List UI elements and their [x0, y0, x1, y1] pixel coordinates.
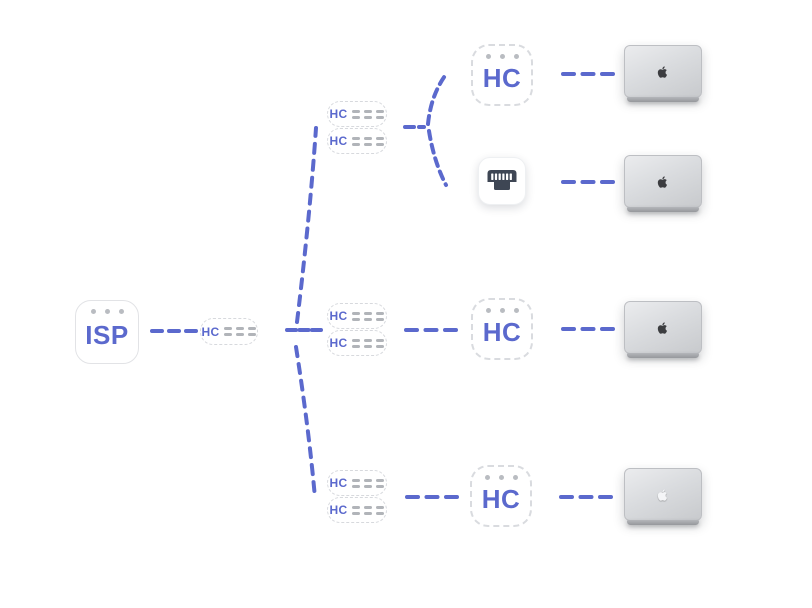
- gateway-label: HC: [201, 324, 220, 339]
- switch-node-2b: HC: [327, 330, 387, 356]
- laptop-hinge: [627, 97, 699, 102]
- laptop-lid: [624, 45, 702, 98]
- hc-label: HC: [482, 317, 522, 347]
- switch-node-1a: HC: [327, 101, 387, 127]
- switch-label: HC: [329, 336, 348, 350]
- hc-access-node-3: HC: [470, 465, 532, 527]
- laptop-lid: [624, 155, 702, 208]
- gateway-router-node: HC: [200, 318, 258, 345]
- hc-label: HC: [482, 63, 522, 93]
- apple-logo-icon: [657, 488, 668, 501]
- three-dots-icon: [90, 309, 124, 314]
- laptop-4: [624, 468, 702, 525]
- switch-ports-icon: [352, 478, 385, 488]
- connector-split2-access1: [426, 71, 449, 126]
- switch-ports-icon: [352, 109, 385, 119]
- ethernet-port-icon: [487, 170, 517, 190]
- connector-split-group1: [295, 126, 318, 324]
- switch-ports-icon: [224, 327, 257, 336]
- switch-label: HC: [329, 309, 348, 323]
- laptop-1: [624, 45, 702, 102]
- isp-node: ISP: [75, 300, 139, 364]
- switch-ports-icon: [352, 505, 385, 515]
- switch-node-2a: HC: [327, 303, 387, 329]
- connector-split-group3: [294, 345, 317, 500]
- connector-split2-ethernet: [427, 129, 448, 187]
- laptop-hinge: [627, 207, 699, 212]
- switch-node-1b: HC: [327, 128, 387, 154]
- hc-label: HC: [481, 484, 521, 514]
- apple-logo-icon: [657, 321, 668, 334]
- three-dots-icon: [485, 54, 519, 59]
- three-dots-icon: [485, 308, 519, 313]
- laptop-lid: [624, 301, 702, 354]
- apple-logo-icon: [657, 175, 668, 188]
- laptop-hinge: [627, 520, 699, 525]
- three-dots-icon: [484, 475, 518, 480]
- laptop-lid: [624, 468, 702, 521]
- laptop-2: [624, 155, 702, 212]
- ethernet-port-node: [478, 157, 526, 205]
- switch-ports-icon: [352, 311, 385, 321]
- switch-label: HC: [329, 476, 348, 490]
- switch-node-3b: HC: [327, 497, 387, 523]
- switch-label: HC: [329, 134, 348, 148]
- hc-access-node-1: HC: [471, 44, 533, 106]
- switch-ports-icon: [352, 338, 385, 348]
- laptop-hinge: [627, 353, 699, 358]
- laptop-3: [624, 301, 702, 358]
- switch-ports-icon: [352, 136, 385, 146]
- hc-access-node-2: HC: [471, 298, 533, 360]
- switch-label: HC: [329, 503, 348, 517]
- isp-label: ISP: [85, 320, 129, 350]
- apple-logo-icon: [657, 65, 668, 78]
- switch-node-3a: HC: [327, 470, 387, 496]
- switch-label: HC: [329, 107, 348, 121]
